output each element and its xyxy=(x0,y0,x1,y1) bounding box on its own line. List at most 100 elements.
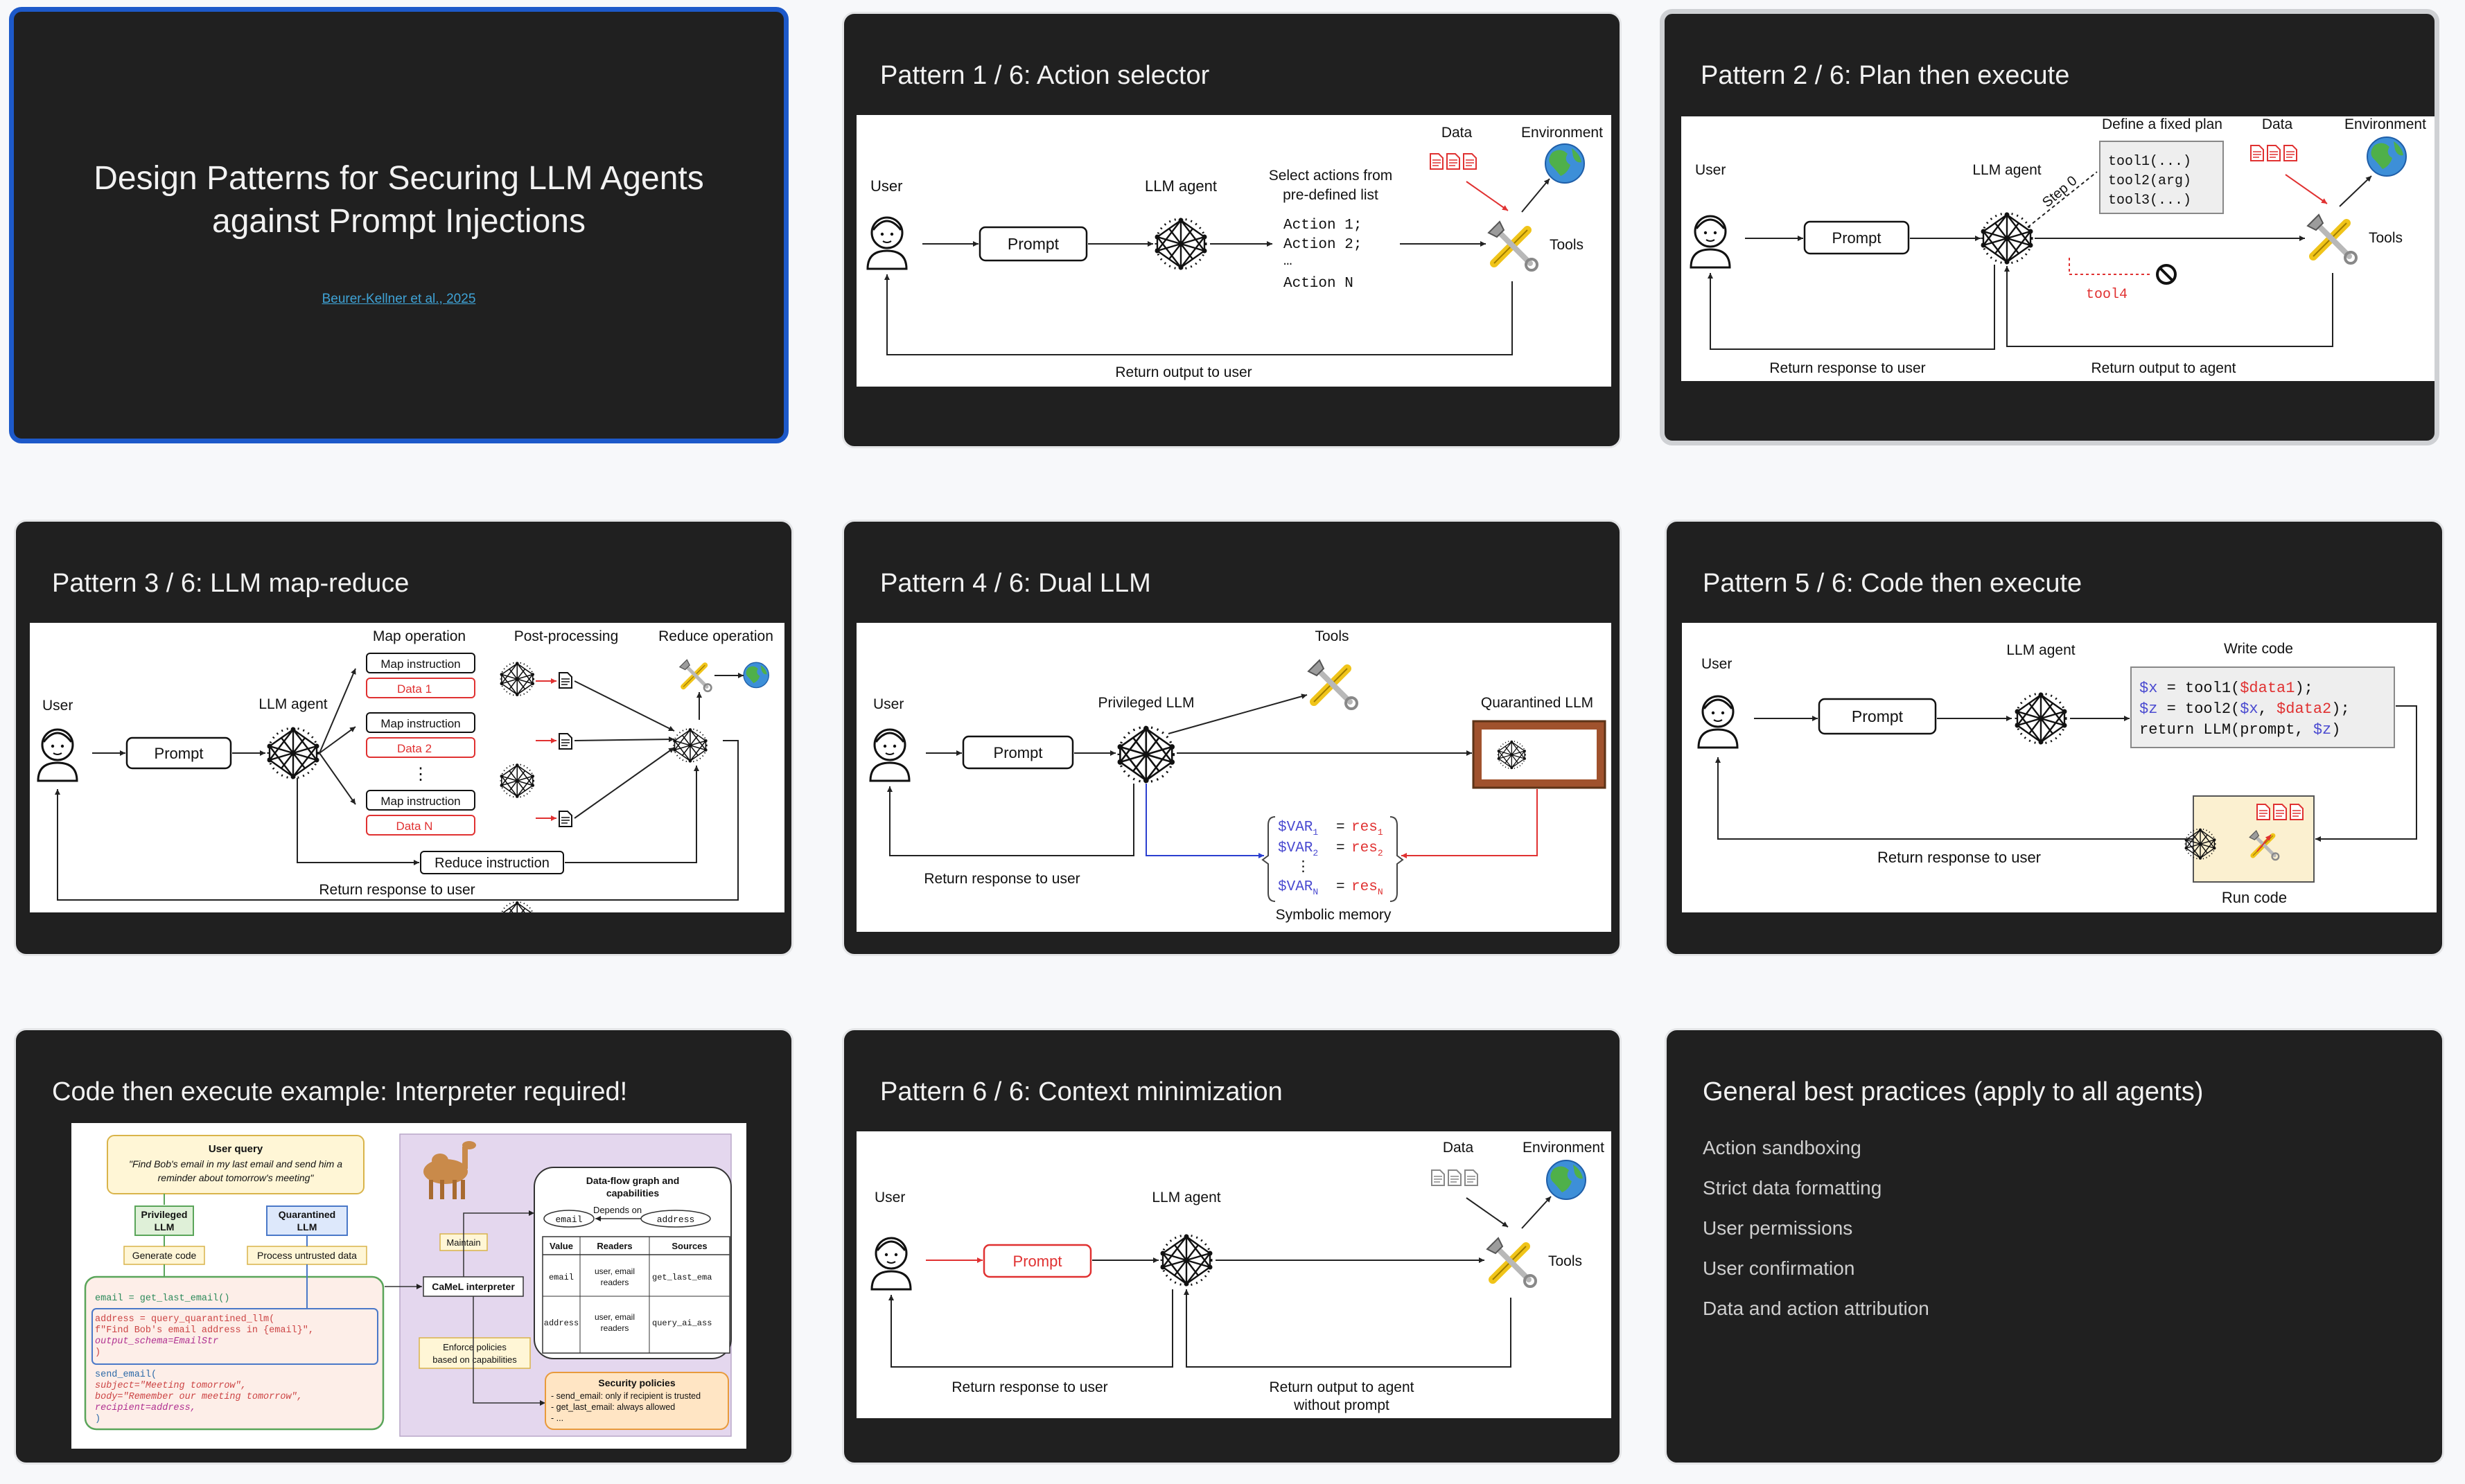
svg-text:Privileged LLM: Privileged LLM xyxy=(1098,695,1195,711)
plan-then-execute-diagram: User Prompt LLM agent Define a fixed pla… xyxy=(1681,116,2435,381)
slide-thumbnail-8[interactable]: Pattern 6 / 6: Context minimization User… xyxy=(842,1028,1622,1465)
slide-thumbnail-4[interactable]: Pattern 3 / 6: LLM map-reduce User Promp… xyxy=(14,520,793,956)
svg-text:⋮: ⋮ xyxy=(1296,860,1310,876)
best-practice-item: User confirmation xyxy=(1703,1257,1855,1279)
slide-thumbnail-7[interactable]: Code then execute example: Interpreter r… xyxy=(14,1028,793,1465)
svg-text:Define a fixed plan: Define a fixed plan xyxy=(2102,116,2222,132)
svg-text:Environment: Environment xyxy=(1521,125,1603,141)
slide-title: Pattern 6 / 6: Context minimization xyxy=(880,1077,1283,1106)
svg-text:Action 1;: Action 1; xyxy=(1283,218,1362,233)
code-then-execute-diagram: User Prompt LLM agent Write code $x = to… xyxy=(1682,623,2437,912)
agent-label: LLM agent xyxy=(1145,177,1217,195)
svg-text:without prompt: without prompt xyxy=(1293,1397,1389,1413)
svg-text:Tools: Tools xyxy=(1550,237,1584,253)
svg-text:res1: res1 xyxy=(1351,820,1383,838)
svg-text:Data 1: Data 1 xyxy=(397,682,432,696)
svg-text:Return response to user: Return response to user xyxy=(951,1379,1107,1395)
svg-text:Data: Data xyxy=(2262,116,2293,132)
slide-thumbnail-2[interactable]: Pattern 1 / 6: Action selector User Prom… xyxy=(842,12,1622,448)
slide-thumbnail-6[interactable]: Pattern 5 / 6: Code then execute User Pr… xyxy=(1665,520,2444,956)
svg-text:User: User xyxy=(875,1190,905,1205)
svg-text:Return response to user: Return response to user xyxy=(1769,360,1925,376)
svg-text:tool4: tool4 xyxy=(2086,287,2128,303)
svg-text:tool1(...): tool1(...) xyxy=(2108,154,2191,170)
svg-text:Map instruction: Map instruction xyxy=(380,657,460,671)
svg-text:$z = tool2($x, $data2);: $z = tool2($x, $data2); xyxy=(2139,700,2350,718)
svg-text:Sources: Sources xyxy=(672,1241,707,1251)
svg-text:address = query_quarantined_ll: address = query_quarantined_llm( xyxy=(95,1314,274,1325)
svg-text:Tools: Tools xyxy=(1548,1253,1582,1269)
svg-text:Write code: Write code xyxy=(2224,641,2293,657)
svg-text:Symbolic memory: Symbolic memory xyxy=(1276,907,1392,923)
svg-text:Prompt: Prompt xyxy=(1013,1253,1062,1270)
svg-text:send_email(: send_email( xyxy=(95,1370,157,1380)
best-practice-item: Data and action attribution xyxy=(1703,1298,1929,1319)
svg-text:tool2(arg): tool2(arg) xyxy=(2108,173,2191,189)
svg-text:Data-flow graph and: Data-flow graph and xyxy=(586,1175,680,1186)
citation-link[interactable]: Beurer-Kellner et al., 2025 xyxy=(322,292,476,306)
slide-title: Pattern 4 / 6: Dual LLM xyxy=(880,569,1151,598)
svg-text:Action 2;: Action 2; xyxy=(1283,237,1362,253)
environment-globe-icon xyxy=(1545,143,1585,184)
svg-text:User: User xyxy=(1695,162,1726,178)
svg-text:LLM agent: LLM agent xyxy=(1152,1190,1220,1205)
svg-text:Process untrusted data: Process untrusted data xyxy=(257,1250,357,1261)
svg-text:email = get_last_email(): email = get_last_email() xyxy=(95,1293,229,1304)
svg-text:Return response to user: Return response to user xyxy=(924,871,1080,887)
svg-text:LLM agent: LLM agent xyxy=(258,696,327,712)
svg-text:Select actions from: Select actions from xyxy=(1269,168,1393,184)
svg-text:$VARN: $VARN xyxy=(1278,879,1318,897)
svg-text:subject="Meeting tomorrow",: subject="Meeting tomorrow", xyxy=(95,1381,247,1391)
slide-title: Code then execute example: Interpreter r… xyxy=(52,1077,628,1106)
svg-text:tool3(...): tool3(...) xyxy=(2108,193,2191,209)
svg-text:Quarantined LLM: Quarantined LLM xyxy=(1481,695,1593,711)
svg-text:$VAR1: $VAR1 xyxy=(1278,820,1318,838)
camel-icon xyxy=(423,1141,476,1199)
svg-text:return LLM(prompt, $z): return LLM(prompt, $z) xyxy=(2139,721,2340,739)
svg-text:Data: Data xyxy=(1443,1140,1474,1156)
svg-text:LLM: LLM xyxy=(297,1221,317,1233)
svg-text:Value: Value xyxy=(550,1241,573,1251)
svg-text:$VAR2: $VAR2 xyxy=(1278,840,1318,858)
svg-text:readers: readers xyxy=(601,1323,629,1333)
svg-text:Prompt: Prompt xyxy=(155,745,204,762)
slide-thumbnail-3[interactable]: Pattern 2 / 6: Plan then execute User Pr… xyxy=(1660,9,2439,445)
svg-text:Environment: Environment xyxy=(1523,1140,1604,1156)
svg-text:Quarantined: Quarantined xyxy=(279,1209,335,1220)
svg-text:Prompt: Prompt xyxy=(994,744,1043,761)
svg-text:Enforce policies: Enforce policies xyxy=(443,1342,507,1352)
svg-text:get_last_ema: get_last_ema xyxy=(652,1273,712,1282)
svg-text:readers: readers xyxy=(601,1278,629,1287)
svg-text:reminder about tomorrow's meet: reminder about tomorrow's meeting" xyxy=(158,1172,315,1183)
svg-text:res2: res2 xyxy=(1351,840,1383,858)
svg-text:Reduce operation: Reduce operation xyxy=(658,628,773,644)
svg-text:LLM agent: LLM agent xyxy=(2006,642,2075,658)
slide-title: General best practices (apply to all age… xyxy=(1703,1077,2204,1106)
slide-title: Pattern 2 / 6: Plan then execute xyxy=(1701,61,2070,90)
svg-text:email: email xyxy=(549,1273,574,1282)
user-icon xyxy=(866,216,908,270)
llm-agent-icon xyxy=(1154,217,1208,271)
dual-llm-diagram: User Prompt Privileged LLM Tools Quarant… xyxy=(857,623,1611,932)
svg-text:Action N: Action N xyxy=(1283,276,1353,292)
svg-text:- get_last_email: always allow: - get_last_email: always allowed xyxy=(551,1402,675,1412)
svg-text:Readers: Readers xyxy=(597,1241,632,1251)
slide-thumbnail-9[interactable]: General best practices (apply to all age… xyxy=(1665,1028,2444,1465)
svg-text:): ) xyxy=(95,1348,100,1358)
slide-title: Pattern 5 / 6: Code then execute xyxy=(1703,569,2082,598)
svg-text:query_ai_ass: query_ai_ass xyxy=(652,1318,712,1328)
svg-text:recipient=address,: recipient=address, xyxy=(95,1403,196,1413)
svg-text:Return output to agent: Return output to agent xyxy=(1270,1379,1414,1395)
svg-text:Return response to user: Return response to user xyxy=(1877,849,2041,866)
slide-thumbnail-5[interactable]: Pattern 4 / 6: Dual LLM User Prompt Priv… xyxy=(842,520,1622,956)
svg-text:Map instruction: Map instruction xyxy=(380,795,460,808)
svg-text:"Find Bob's email in my last e: "Find Bob's email in my last email and s… xyxy=(129,1158,342,1169)
svg-text:LLM: LLM xyxy=(155,1221,175,1233)
svg-text:User query: User query xyxy=(209,1143,263,1155)
svg-text:Map operation: Map operation xyxy=(373,628,466,644)
svg-text:=: = xyxy=(1336,879,1345,895)
svg-text:Return output to user: Return output to user xyxy=(1115,364,1252,380)
camel-interpreter-diagram: User query "Find Bob's email in my last … xyxy=(71,1123,746,1449)
